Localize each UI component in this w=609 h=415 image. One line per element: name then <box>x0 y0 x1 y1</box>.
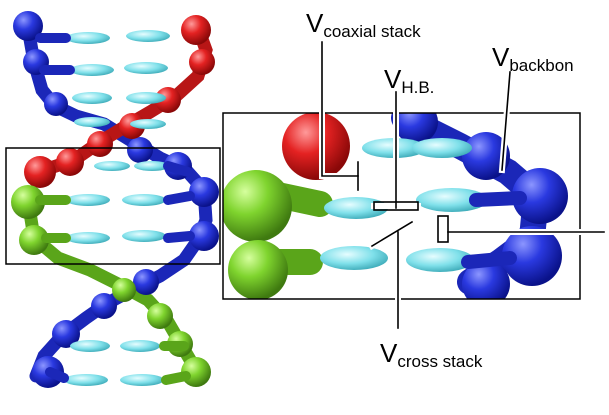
label-hb-sub: H.B. <box>401 78 435 97</box>
selection-frame <box>5 147 221 265</box>
label-backbone: Vbackbon <box>492 44 574 74</box>
label-coaxial-sub: coaxial stack <box>323 22 421 41</box>
label-cross-stack: Vcross stack <box>380 340 482 370</box>
green-linkers-left <box>35 195 191 385</box>
base-linkers-left <box>35 33 195 383</box>
leader-lines <box>319 39 607 329</box>
red-spheres <box>24 15 215 188</box>
label-hb-main: V <box>384 64 402 94</box>
label-hb: VH.B. <box>384 66 434 96</box>
label-backbone-sub: backbon <box>509 56 574 75</box>
label-cross-sub: cross stack <box>397 352 483 371</box>
label-coaxial-main: V <box>306 8 324 38</box>
label-cross-main: V <box>380 338 398 368</box>
base-pairs-left <box>64 30 170 386</box>
label-coaxial-stack: Vcoaxial stack <box>306 10 421 40</box>
zoom-frame <box>222 112 581 300</box>
label-backbone-main: V <box>492 42 510 72</box>
helix-left <box>11 11 219 388</box>
